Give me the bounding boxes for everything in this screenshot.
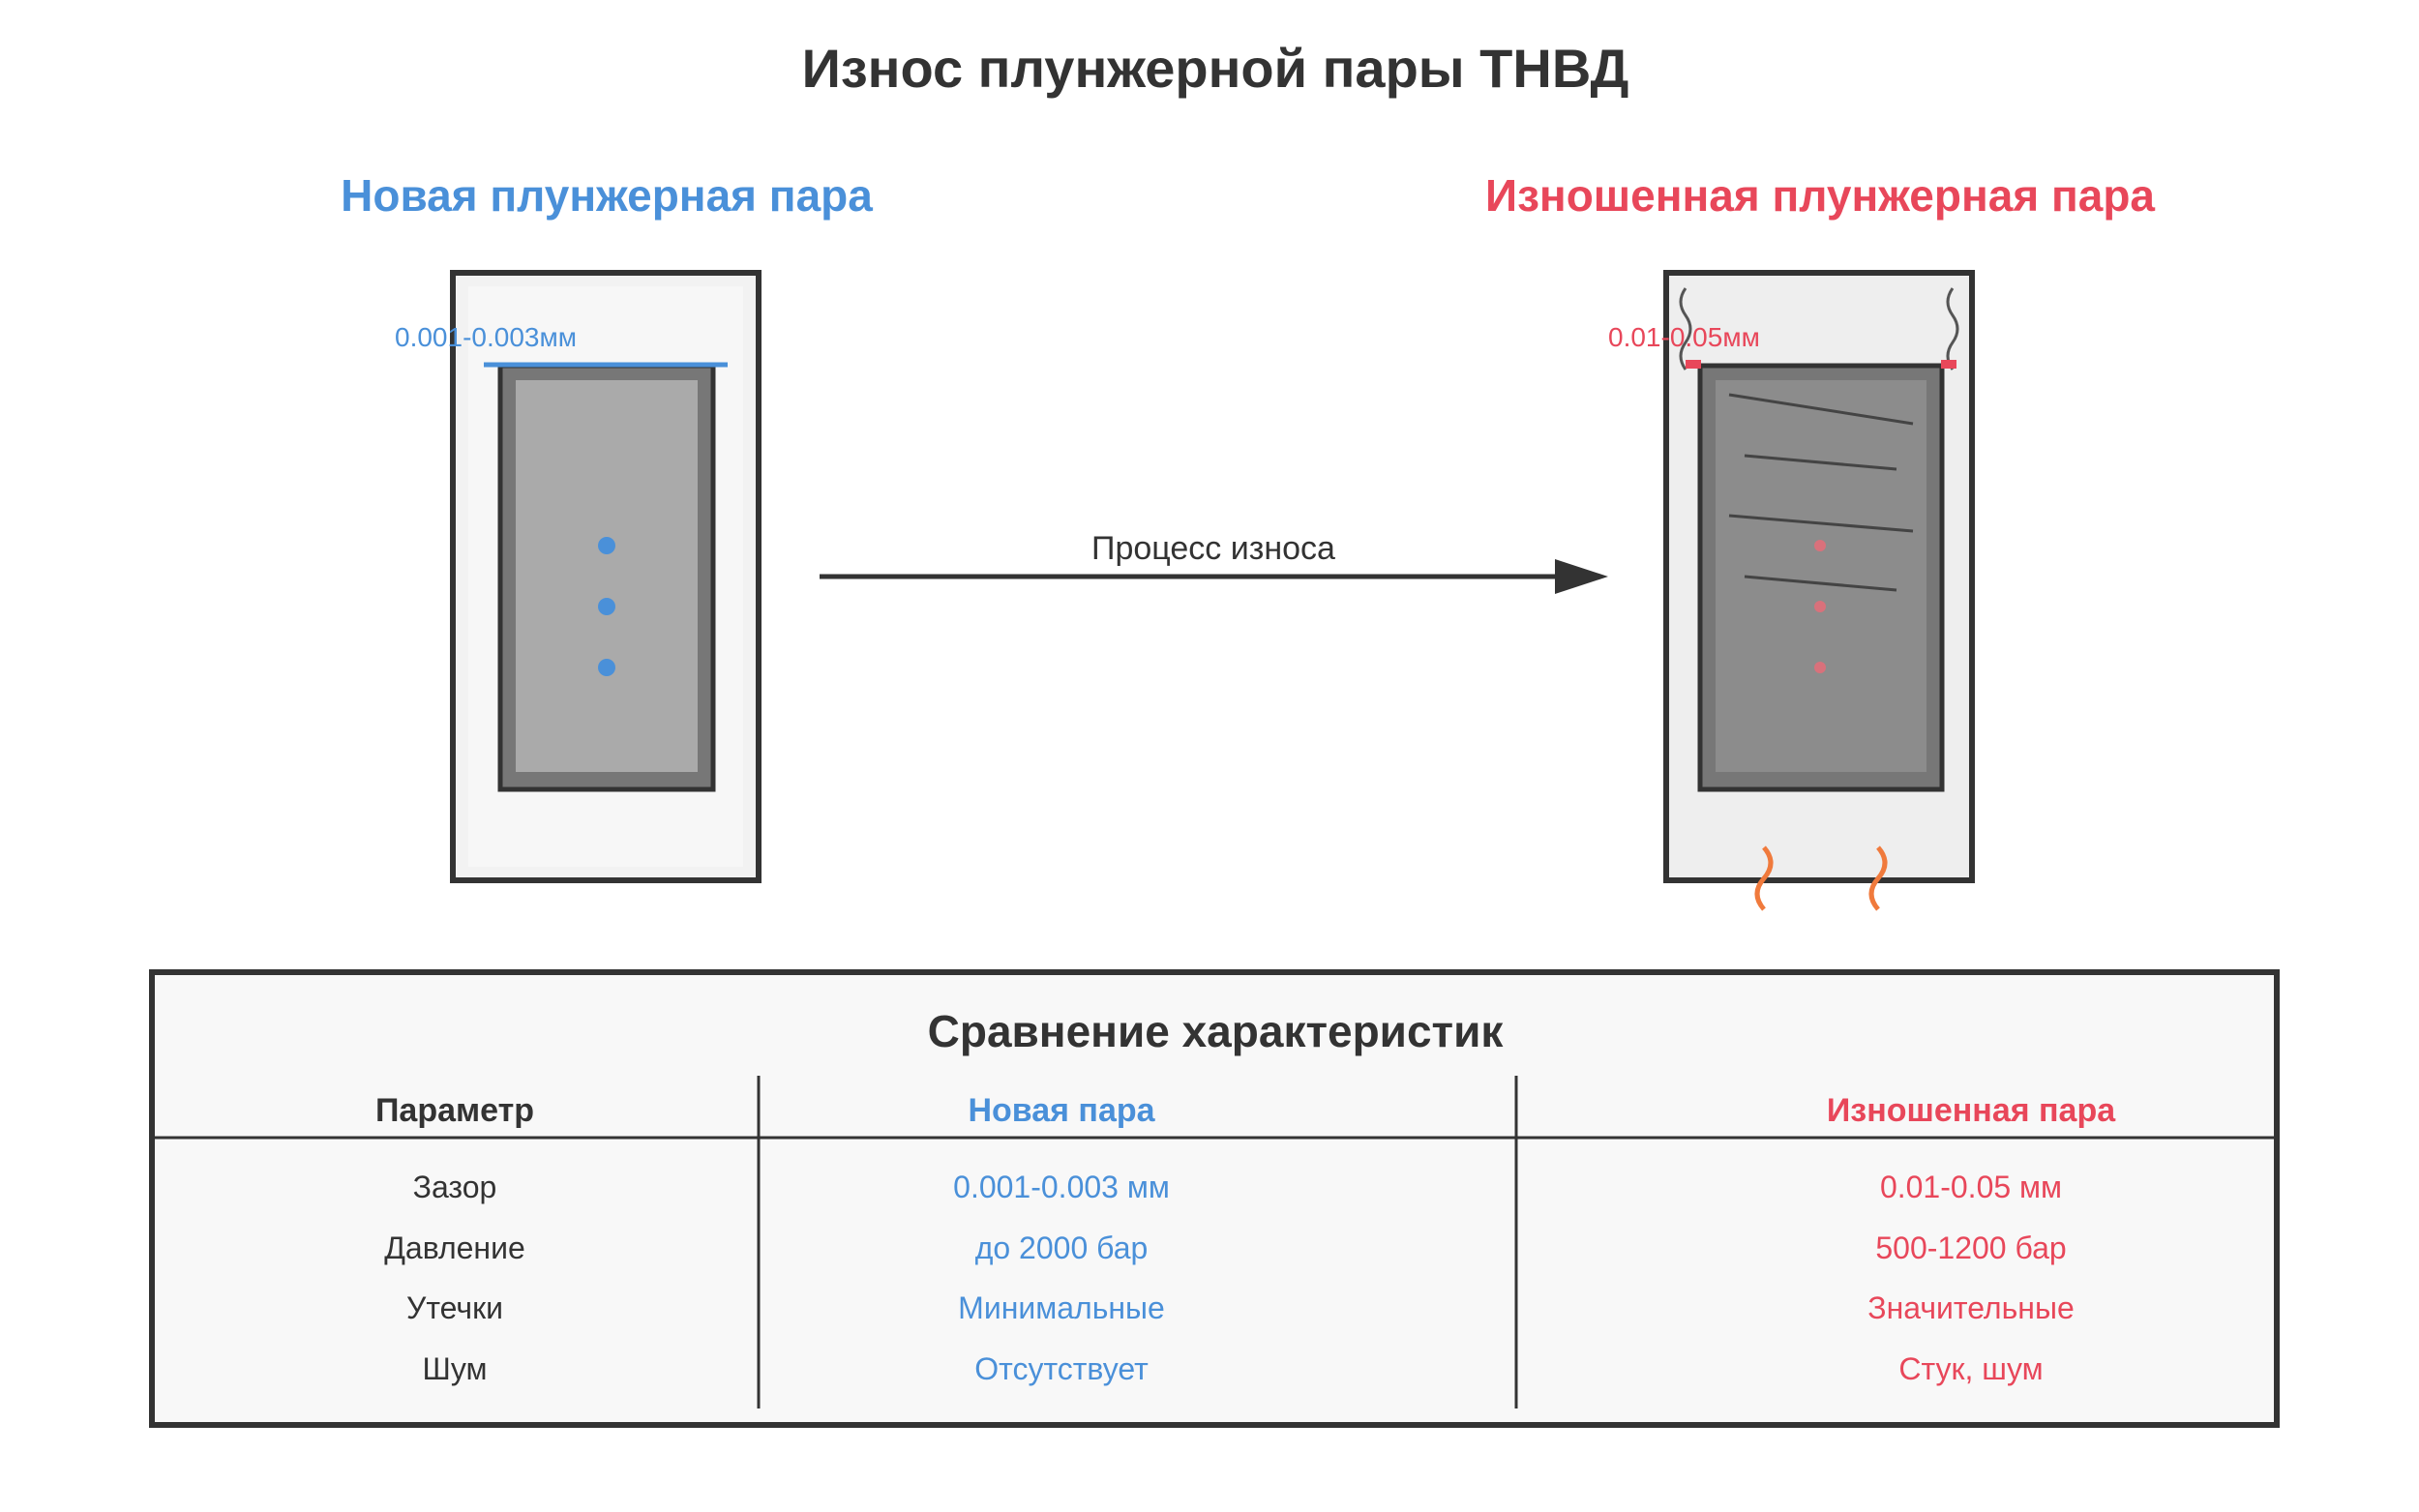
new-plunger-dot	[598, 537, 615, 554]
table-row: Давление до 2000 бар 500-1200 бар	[384, 1230, 2066, 1265]
leak-icon	[1679, 287, 1692, 371]
worn-plunger-dot	[1814, 540, 1826, 551]
table-frame	[149, 969, 2280, 1428]
row-new-value: 0.001-0.003 мм	[953, 1170, 1170, 1204]
new-gap-label: 0.001-0.003мм	[395, 322, 577, 352]
worn-plunger-dot	[1814, 601, 1826, 612]
worn-gap-label: 0.01-0.05мм	[1608, 322, 1760, 352]
wear-scratch	[1744, 575, 1897, 592]
row-parameter: Зазор	[413, 1170, 497, 1204]
wear-process-arrow: Процесс износа	[820, 530, 1608, 594]
row-worn-value: Стук, шум	[1898, 1351, 2043, 1386]
row-worn-value: 0.01-0.05 мм	[1880, 1170, 2062, 1204]
wear-scratch	[1728, 393, 1914, 426]
table-title: Сравнение характеристик	[928, 1006, 1505, 1056]
row-parameter: Утечки	[406, 1290, 503, 1325]
worn-pair-group: Изношенная плунжерная пара 0.01-0.05мм	[1485, 170, 2155, 911]
worn-pair-heading: Изношенная плунжерная пара	[1485, 170, 2155, 221]
worn-gap-marker	[1941, 360, 1956, 369]
row-new-value: до 2000 бар	[975, 1230, 1149, 1265]
table-row: Утечки Минимальные Значительные	[406, 1290, 2075, 1325]
worn-plunger-dot	[1814, 662, 1826, 673]
arrow-head-icon	[1555, 559, 1608, 594]
row-worn-value: 500-1200 бар	[1875, 1230, 2066, 1265]
new-plunger-dot	[598, 598, 615, 615]
new-plunger-face	[516, 380, 698, 772]
new-pair-heading: Новая плунжерная пара	[341, 170, 873, 221]
heat-icon	[1868, 845, 1888, 911]
header-parameter: Параметр	[375, 1092, 534, 1129]
row-new-value: Минимальные	[958, 1290, 1165, 1325]
leak-icon	[1946, 287, 1959, 371]
worn-gap-marker	[1686, 360, 1701, 369]
new-plunger-dot	[598, 659, 615, 676]
row-parameter: Шум	[423, 1351, 488, 1386]
new-pair-group: Новая плунжерная пара 0.001-0.003мм	[341, 170, 873, 883]
heat-icon	[1754, 845, 1774, 911]
row-parameter: Давление	[384, 1230, 525, 1265]
header-new: Новая пара	[968, 1092, 1155, 1129]
comparison-table: Сравнение характеристик Параметр Новая п…	[149, 969, 2280, 1428]
row-worn-value: Значительные	[1867, 1290, 2074, 1325]
page-title: Износ плунжерной пары ТНВД	[802, 38, 1629, 99]
table-row: Шум Отсутствует Стук, шум	[423, 1351, 2044, 1386]
table-row: Зазор 0.001-0.003 мм 0.01-0.05 мм	[413, 1170, 2062, 1204]
arrow-label: Процесс износа	[1091, 530, 1335, 567]
header-worn: Изношенная пара	[1827, 1092, 2116, 1129]
row-new-value: Отсутствует	[974, 1351, 1149, 1386]
wear-scratch	[1728, 514, 1914, 533]
wear-scratch	[1744, 454, 1897, 471]
